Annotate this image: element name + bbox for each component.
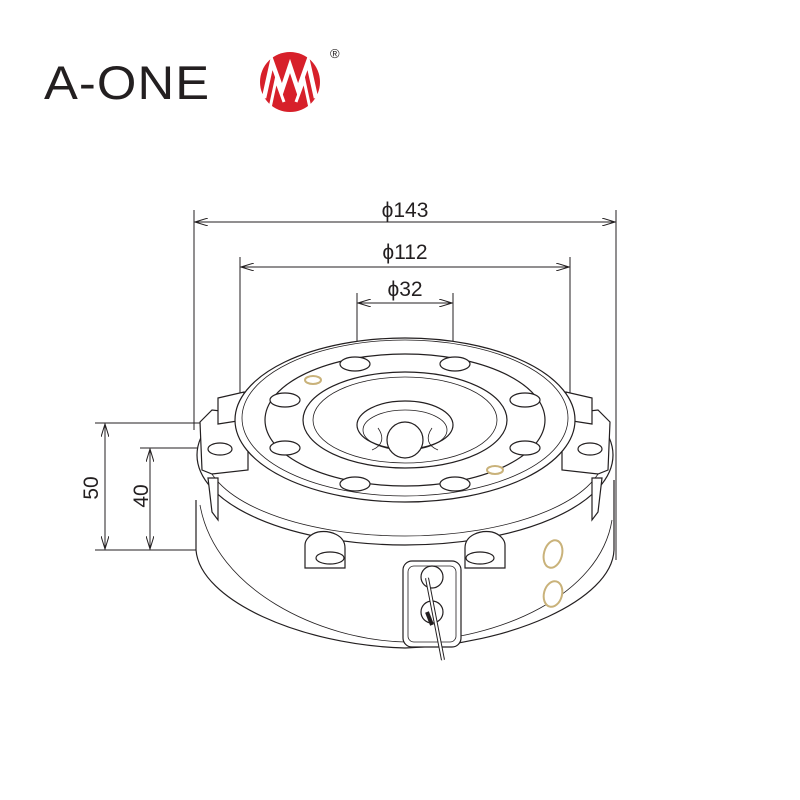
brand-name: A-ONE (44, 55, 211, 109)
m-circle-logo-icon (260, 52, 320, 112)
dimension-total-height (95, 422, 200, 551)
air-port-1 (542, 539, 564, 569)
dimension-outer-diameter (193, 210, 617, 560)
total-height-label: 50 (80, 476, 103, 499)
outer-diameter-label: ϕ143 (382, 199, 429, 222)
locating-pin-1 (304, 375, 322, 385)
dimension-body-height (140, 447, 200, 549)
brand-logo: A-ONE ® (44, 46, 340, 112)
body-height-label: 40 (130, 484, 153, 507)
sensor-connector (402, 560, 462, 661)
chuck-body (195, 337, 615, 661)
bolt-holes (269, 356, 541, 492)
registered-mark: ® (330, 46, 340, 61)
bolt-circle-label: ϕ112 (382, 241, 427, 264)
center-hole-label: ϕ32 (387, 278, 422, 301)
locating-pin-2 (486, 465, 504, 475)
air-port-2 (542, 580, 564, 608)
